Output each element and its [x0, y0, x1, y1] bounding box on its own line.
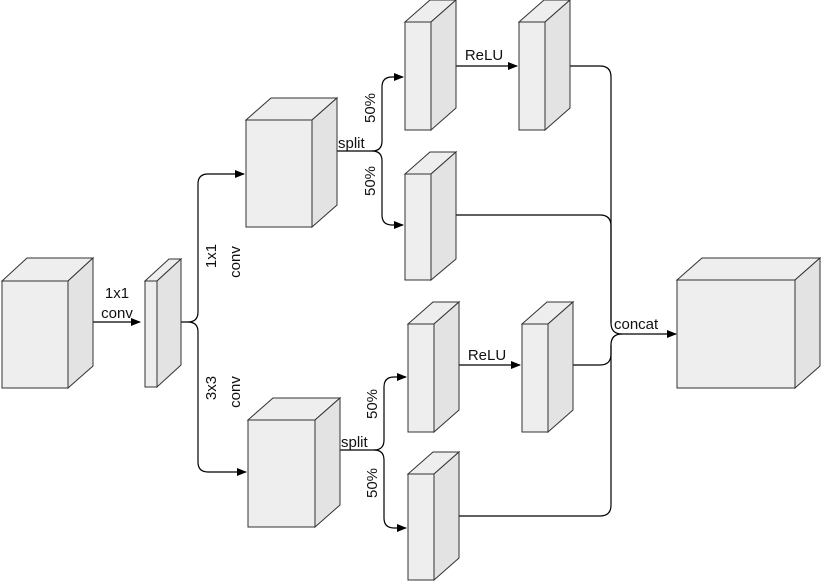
box-branch-bottom	[246, 396, 342, 529]
box-bot-a	[406, 300, 461, 434]
label-pct-bottom-a: 50%	[364, 389, 381, 419]
box-bot-a-relu	[520, 300, 575, 434]
label-concat: concat	[614, 316, 659, 333]
box-bot-b	[406, 450, 461, 581]
arrow-split-bot-b	[373, 449, 407, 532]
label-1x1-conv-line1: 1x1	[105, 285, 129, 302]
box-input	[0, 256, 95, 390]
box-top-b	[403, 150, 458, 282]
label-relu-bottom: ReLU	[468, 347, 506, 364]
label-pct-top-b: 50%	[362, 166, 379, 196]
label-branch-bottom-line2: conv	[227, 376, 244, 408]
label-split-top: split	[338, 135, 366, 152]
arrow-to-top-branch	[181, 170, 245, 323]
arrow-split-bot-a	[340, 373, 407, 451]
box-branch-top	[244, 96, 339, 229]
box-top-a	[403, 0, 457, 132]
line-relu-top-to-concat	[570, 65, 623, 335]
label-branch-top-line1: 1x1	[203, 244, 220, 268]
label-pct-top-a: 50%	[362, 93, 379, 123]
label-relu-top: ReLU	[465, 47, 503, 64]
box-output	[675, 256, 822, 390]
label-pct-bottom-b: 50%	[364, 468, 381, 498]
label-branch-bottom-line1: 3x3	[203, 376, 220, 400]
label-split-bottom: split	[341, 434, 369, 451]
line-skip-bot-to-concat	[459, 345, 612, 517]
line-relu-bot-to-concat	[573, 333, 623, 366]
box-conv1x1	[143, 257, 183, 389]
labels: 1x1 conv 1x1 conv 3x3 conv split split 5…	[101, 47, 659, 498]
arrow-to-bottom-branch	[187, 321, 247, 476]
label-1x1-conv-line2: conv	[101, 305, 133, 322]
arrow-split-top-a	[337, 73, 404, 152]
arrow-split-top-b	[371, 150, 404, 229]
connectors	[93, 62, 677, 532]
box-top-a-relu	[517, 0, 571, 132]
label-branch-top-line2: conv	[227, 246, 244, 278]
line-skip-top-to-concat	[456, 214, 612, 323]
